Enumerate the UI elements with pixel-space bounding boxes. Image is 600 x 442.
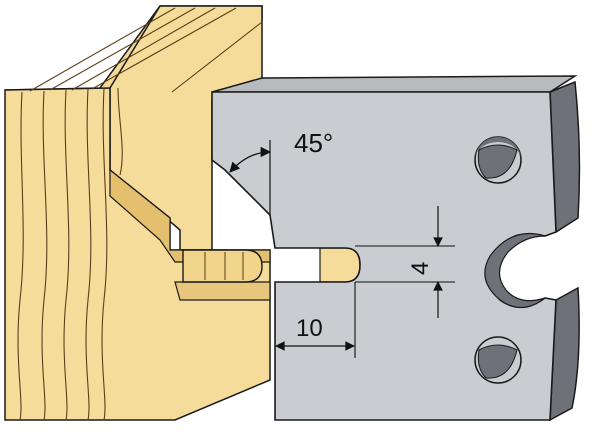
wood-lower-ledge — [174, 281, 271, 301]
wood-slot-end — [319, 247, 361, 283]
wood-tongue — [182, 249, 263, 283]
angle-arc — [229, 146, 272, 173]
slot-height-dimension: 4 — [355, 206, 455, 318]
slot-depth-dimension: 10 — [275, 282, 356, 358]
mounting-hole — [474, 336, 522, 384]
wood-block — [4, 5, 361, 421]
angle-dimension: 45° — [229, 128, 333, 215]
blade-notch-shadow — [484, 232, 546, 309]
slot-depth-label: 10 — [296, 315, 323, 342]
blade-side-face-lower — [549, 286, 580, 422]
blade-side-face — [549, 80, 581, 234]
blade-top-edge — [211, 75, 578, 93]
angle-label: 45° — [294, 128, 333, 158]
knife-blade — [211, 75, 581, 422]
wood-grain — [17, 7, 263, 421]
mounting-hole — [474, 136, 522, 184]
slot-height-label: 4 — [407, 262, 434, 275]
